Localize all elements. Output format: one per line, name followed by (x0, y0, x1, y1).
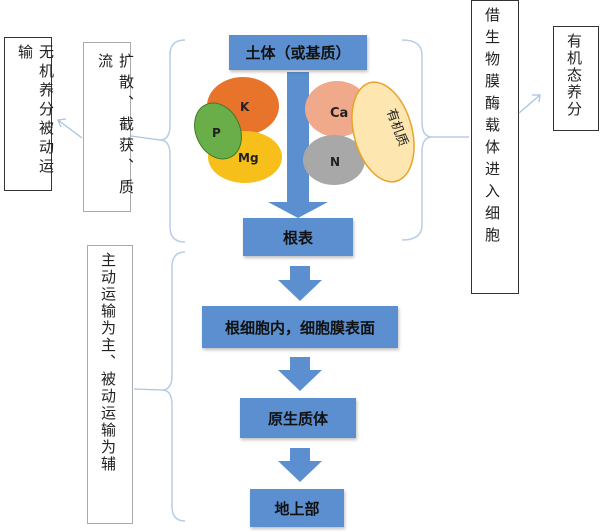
carrier-label: 借生物膜酶载体进入细胞 (483, 7, 501, 249)
connector-arrows (57, 94, 541, 391)
soil-box: 土体（或基质） (229, 35, 367, 70)
inorganic-passive-box: 无机养分被动运输 (4, 37, 55, 191)
carrier-box: 借生物膜酶载体进入细胞 (471, 0, 519, 294)
Ca-label: Ca (330, 106, 348, 121)
mechanisms-label: 扩散、截获、质流 (96, 53, 135, 200)
aerial-part-box: 地上部 (250, 489, 344, 527)
inorganic-passive-label: 无机养分被动运输 (16, 44, 55, 177)
N-nutrient-blob (303, 135, 365, 185)
flow-arrow-1 (278, 266, 322, 301)
organic-matter-blob (351, 81, 415, 183)
upper-left-bracket (159, 39, 186, 243)
root-cell-box: 根细胞内，细胞膜表面 (202, 306, 398, 348)
transport-label: 主动运输为主、被动运输为辅 (99, 252, 117, 473)
N-label: N (330, 155, 340, 169)
protoplasm-box: 原生质体 (240, 398, 356, 438)
nutrient-cluster (194, 77, 415, 185)
flow-arrow-3 (278, 448, 322, 482)
P-label: P (212, 126, 221, 140)
Mg-label: Mg (238, 151, 259, 165)
soil-to-root-arrow (268, 72, 328, 218)
root-surface-box: 根表 (243, 218, 353, 256)
organic-nutrient-box: 有机态养分 (553, 26, 599, 131)
K-label: K (240, 100, 250, 114)
organic-nutrient-label: 有机态养分 (565, 33, 583, 118)
mechanisms-box: 扩散、截获、质流 (83, 42, 135, 212)
lower-left-bracket (161, 251, 186, 522)
P-nutrient-blob (194, 102, 242, 160)
transport-box: 主动运输为主、被动运输为辅 (87, 245, 133, 524)
flow-arrow-2 (278, 357, 322, 391)
